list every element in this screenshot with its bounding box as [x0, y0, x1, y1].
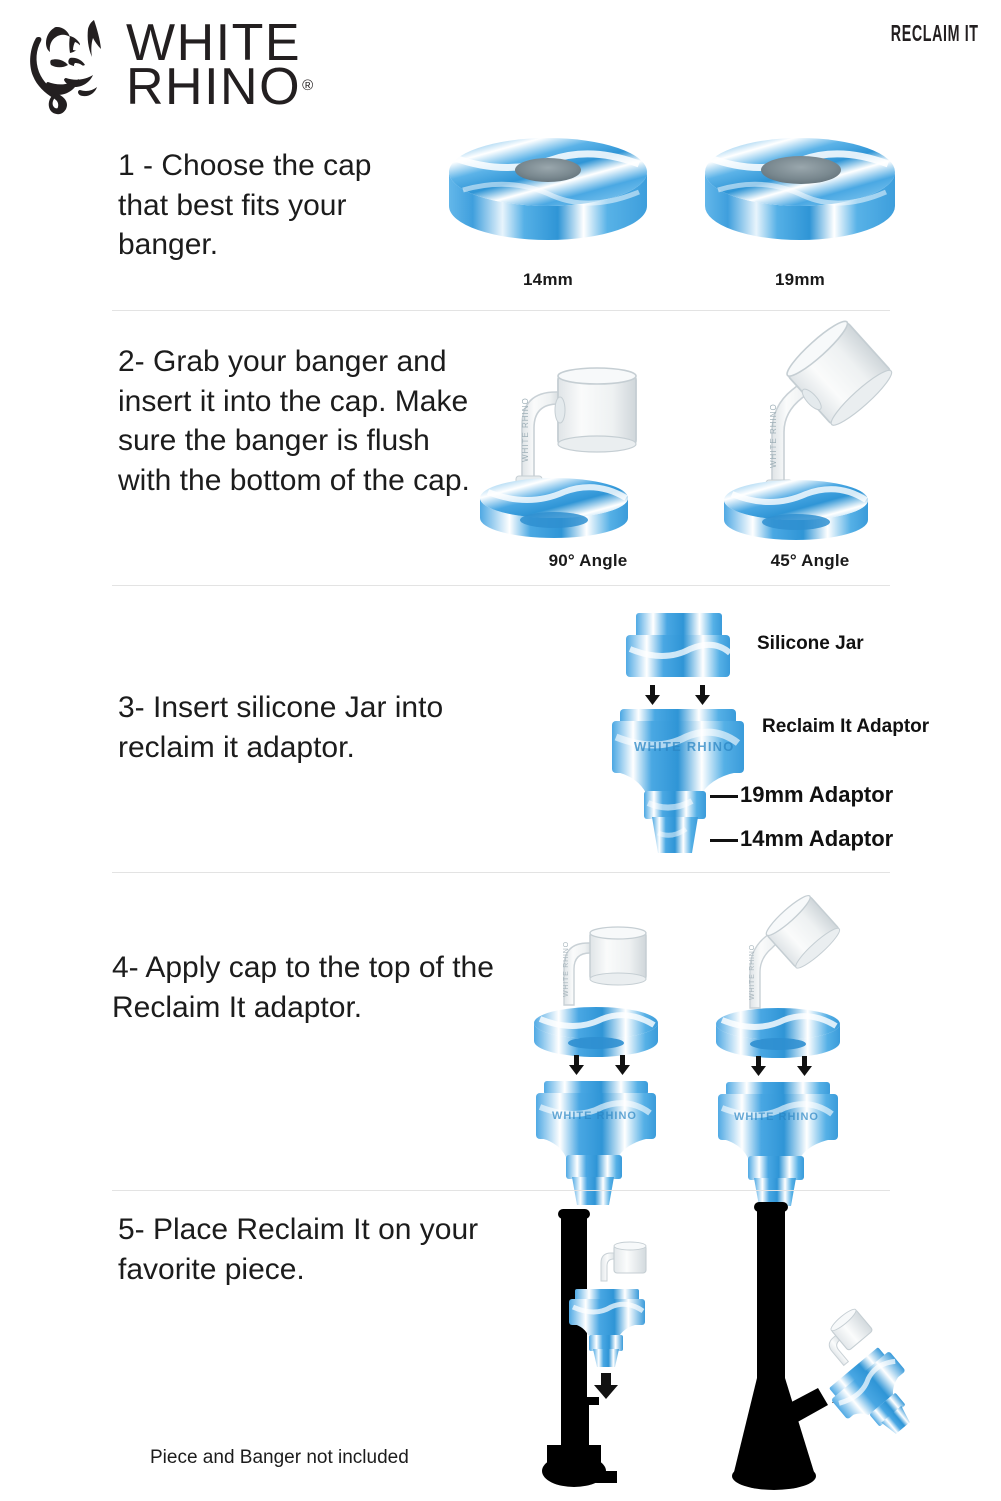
cap-19mm-label: 19mm — [775, 270, 825, 289]
leader-line-19mm — [710, 795, 738, 798]
brand-logo: WHITE RHINO® — [18, 16, 315, 116]
beaker-piece-illustration — [732, 1200, 940, 1500]
divider-3 — [112, 872, 890, 873]
assembly-90-illustration: WHITE RHINO WHITE RHINO — [530, 905, 700, 1205]
insert-arrows — [645, 685, 710, 705]
disclaimer-text: Piece and Banger not included — [150, 1447, 409, 1468]
step-2-text: 2- Grab your banger and insert it into t… — [118, 345, 470, 497]
callout-19mm-adaptor: 19mm Adaptor — [740, 782, 894, 807]
cap-19mm-illustration — [700, 128, 900, 258]
brand-line-2: RHINO® — [126, 58, 315, 116]
banger-45-label: 45° Angle — [770, 551, 850, 570]
brand-wordmark: WHITE RHINO® — [126, 14, 315, 116]
banger-90-illustration: WHITE RHINO — [478, 330, 698, 550]
step-4-text: 4- Apply cap to the top of the Reclaim I… — [112, 951, 494, 1024]
divider-1 — [112, 310, 890, 311]
rhino-head-icon — [18, 16, 122, 116]
straight-tube-piece-illustration — [542, 1205, 735, 1500]
svg-text:WHITE RHINO: WHITE RHINO — [563, 941, 570, 997]
divider-4 — [112, 1190, 890, 1191]
svg-text:WHITE RHINO: WHITE RHINO — [769, 403, 778, 468]
product-tag: RECLAIM IT — [891, 20, 979, 46]
insert-arrow — [594, 1373, 618, 1399]
svg-text:WHITE RHINO: WHITE RHINO — [749, 944, 756, 1000]
svg-text:WHITE RHINO: WHITE RHINO — [734, 1111, 819, 1123]
insert-arrows — [569, 1055, 630, 1075]
svg-text:WHITE RHINO: WHITE RHINO — [634, 739, 735, 754]
callout-14mm-adaptor: 14mm Adaptor — [740, 826, 894, 851]
banger-45-illustration: WHITE RHINO — [720, 320, 930, 552]
brand-line-1: WHITE — [126, 14, 302, 73]
cap-14mm-illustration — [443, 128, 653, 258]
assembly-45-illustration: WHITE RHINO WHITE RHINO — [712, 894, 882, 1206]
step-5-text: 5- Place Reclaim It on your favorite pie… — [118, 1213, 479, 1286]
leader-line-14mm — [710, 839, 738, 842]
insert-arrows — [751, 1056, 812, 1076]
step-1-text: 1 - Choose the cap that best fits your b… — [118, 149, 372, 262]
divider-2 — [112, 585, 890, 586]
callout-silicone-jar: Silicone Jar — [757, 633, 864, 654]
step-3-text: 3- Insert silicone Jar into reclaim it a… — [118, 691, 444, 764]
banger-90-label: 90° Angle — [548, 551, 628, 570]
svg-text:WHITE RHINO: WHITE RHINO — [552, 1110, 637, 1122]
reclaim-it-exploded-illustration: WHITE RHINO — [608, 605, 778, 865]
cap-14mm-label: 14mm — [523, 270, 573, 289]
callout-reclaim-it-adaptor: Reclaim It Adaptor — [762, 716, 930, 737]
page-header: WHITE RHINO® RECLAIM IT — [0, 0, 1001, 125]
svg-text:WHITE RHINO: WHITE RHINO — [521, 397, 530, 462]
registered-trademark-icon: ® — [302, 77, 315, 94]
